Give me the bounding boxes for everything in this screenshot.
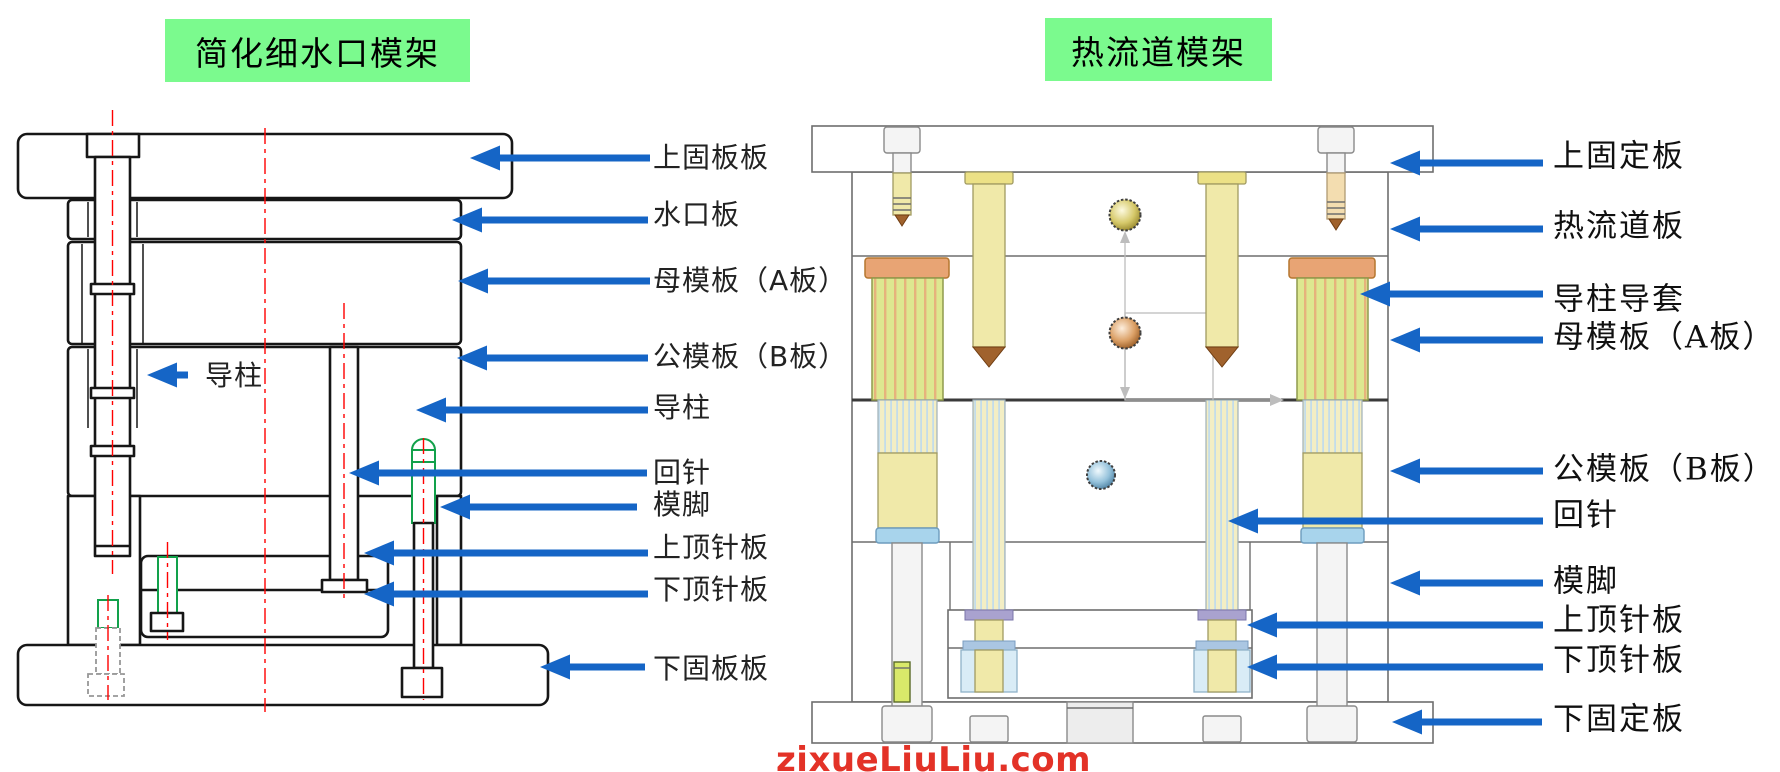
arrow-head-icon <box>1392 709 1422 735</box>
label-right-lower-ejector: 下顶针板 <box>1553 642 1685 679</box>
watermark: zixueLiuLiu.com <box>776 740 1092 772</box>
label-left-upper-ejector: 上顶针板 <box>653 531 770 564</box>
blue-sphere <box>1086 460 1116 490</box>
left-mold-foot-right <box>435 494 463 647</box>
arrow-head-icon <box>458 268 488 294</box>
right-return-pin-left <box>960 171 1018 743</box>
label-right-pillar-bushing: 导柱导套 <box>1553 281 1685 318</box>
arrow-head-icon <box>457 345 487 371</box>
label-left-bottom-plate: 下固板板 <box>653 652 770 685</box>
arrow-head-icon <box>1390 216 1420 242</box>
left-diagram-title: 简化细水口模架 <box>165 19 470 82</box>
label-left-core-plate: 公模板（B板） <box>653 340 848 373</box>
label-left-lower-ejector: 下顶针板 <box>653 573 770 606</box>
arrow-head-icon <box>1390 458 1420 484</box>
hot-runner-mold-drawing <box>811 125 1434 744</box>
arrow-head-icon <box>1228 508 1258 534</box>
right-guide-pillar-left <box>864 257 950 743</box>
arrow-head-icon <box>1390 327 1420 353</box>
label-left-sprue-plate: 水口板 <box>653 198 741 231</box>
arrow-head-icon <box>440 494 470 520</box>
arrow-head-icon <box>147 362 177 388</box>
label-left-guide-pillar-inner: 导柱 <box>205 359 264 392</box>
right-runner-spheres <box>1086 198 1142 490</box>
left-centerlines <box>107 110 425 712</box>
arrow-head-icon <box>1390 570 1420 596</box>
arrow-head-icon <box>1360 281 1390 307</box>
right-sprue-bolt-right <box>1317 126 1355 231</box>
arrow-head-icon <box>540 654 570 680</box>
label-left-return-pin: 回针 <box>653 456 712 489</box>
arrow-head-icon <box>1247 654 1277 680</box>
arrow-head-icon <box>470 145 500 171</box>
left-corner-bolt <box>87 599 125 697</box>
arrow-head-icon <box>364 540 394 566</box>
label-left-mold-foot: 模脚 <box>653 488 712 521</box>
arrow-head-icon <box>1247 612 1277 638</box>
label-right-top-plate: 上固定板 <box>1553 138 1685 175</box>
arrow-head-icon <box>364 581 394 607</box>
gold-sphere <box>1108 198 1142 232</box>
leader-arrows <box>147 145 1543 735</box>
label-right-upper-ejector: 上顶针板 <box>1553 602 1685 639</box>
label-right-return-pin: 回针 <box>1553 497 1619 534</box>
label-right-mold-foot: 模脚 <box>1553 563 1619 600</box>
arrow-head-icon <box>452 207 482 233</box>
label-right-core-plate: 公模板（B板） <box>1553 451 1776 488</box>
label-right-cavity-plate: 母模板（A板） <box>1553 319 1776 356</box>
arrow-head-icon <box>416 397 446 423</box>
right-pedestal <box>1066 701 1134 744</box>
right-return-pin-right <box>1193 171 1251 743</box>
arrow-head-icon <box>1390 150 1420 176</box>
copper-sphere <box>1108 316 1142 350</box>
label-right-hot-runner-plate: 热流道板 <box>1553 208 1685 245</box>
label-left-guide-pillar: 导柱 <box>653 391 712 424</box>
label-right-bottom-plate: 下固定板 <box>1553 701 1685 738</box>
label-left-top-plate: 上固板板 <box>653 141 770 174</box>
right-diagram-title: 热流道模架 <box>1045 18 1272 81</box>
label-left-cavity-plate: 母模板（A板） <box>653 264 848 297</box>
right-sprue-bolt-left <box>883 126 921 227</box>
arrow-head-icon <box>349 460 379 486</box>
right-green-bolt <box>893 661 911 703</box>
